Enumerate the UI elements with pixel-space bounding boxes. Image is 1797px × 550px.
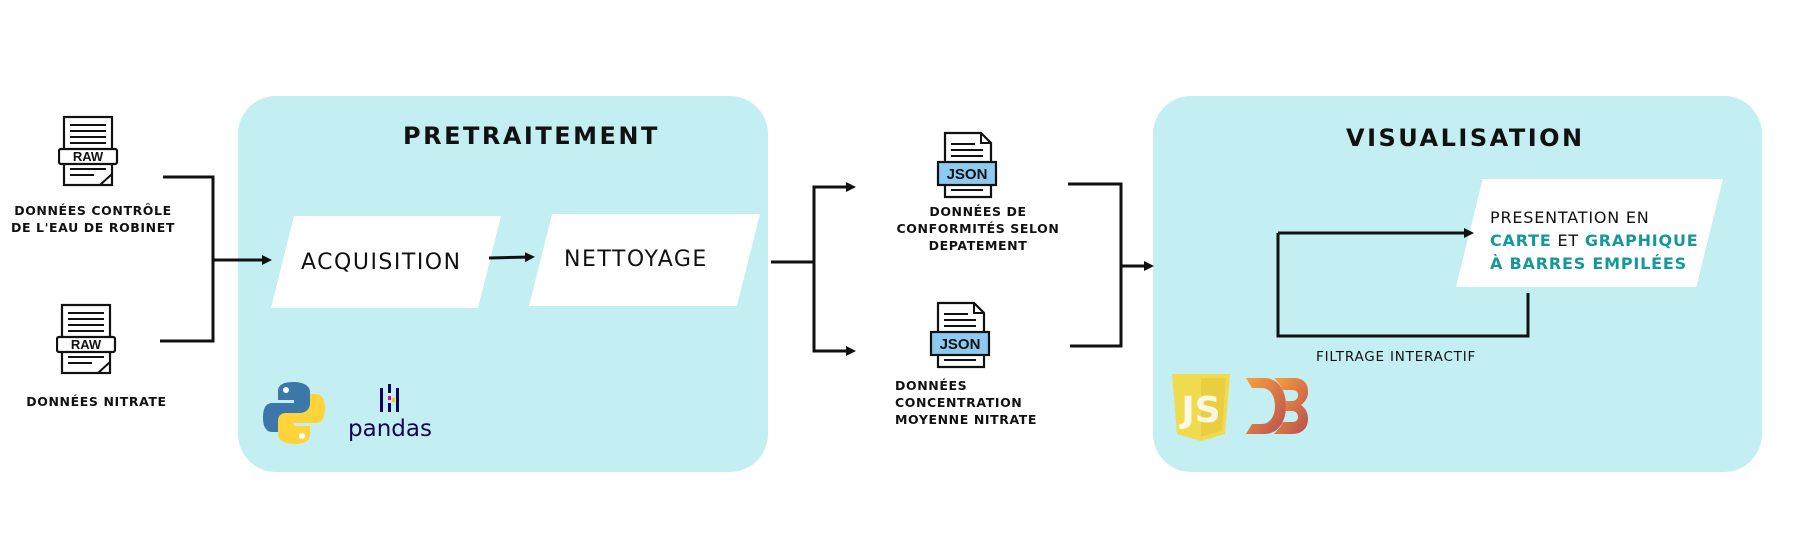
- json-document-icon: JSON: [929, 301, 991, 369]
- visualisation-title: VISUALISATION: [1346, 124, 1585, 152]
- nitrate-avg-line2: MOYENNE NITRATE: [895, 412, 1038, 427]
- filter-loop: [1276, 233, 1530, 338]
- conformity-caption: DONNÉES DE CONFORMITÉS SELON DEPATEMENT: [888, 203, 1068, 254]
- acquisition-step-box: [271, 216, 501, 308]
- graphique-label: GRAPHIQUE: [1584, 231, 1699, 250]
- barres-label: À BARRES EMPILÉES: [1490, 254, 1687, 273]
- js-label: JS: [1178, 390, 1220, 431]
- outputs-bracket: [1068, 182, 1123, 348]
- carte-label: CARTE: [1490, 231, 1552, 250]
- et-label: ET: [1557, 231, 1579, 250]
- conformity-line2: CONFORMITÉS SELON: [896, 221, 1060, 236]
- nitrate-caption: DONNÉES NITRATE: [26, 394, 167, 409]
- pandas-logo-icon: [380, 384, 399, 412]
- javascript-logo-icon: JS: [1172, 374, 1230, 441]
- pandas-label: pandas: [348, 416, 432, 442]
- nitrate-avg-caption: DONNÉES CONCENTRATION MOYENNE NITRATE: [895, 377, 1095, 428]
- raw-document-icon: RAW: [56, 303, 117, 375]
- presentation-box: [1456, 179, 1723, 287]
- water-control-line2: DE L'EAU DE ROBINET: [10, 220, 175, 235]
- conformity-line3: DEPATEMENT: [928, 238, 1028, 253]
- raw-label-1: RAW: [73, 149, 104, 164]
- json-label-2: JSON: [940, 336, 981, 353]
- water-control-line1: DONNÉES CONTRÔLE: [14, 203, 172, 218]
- arrow-acquisition-to-nettoyage: [488, 252, 535, 263]
- nettoyage-step-box: [529, 214, 760, 306]
- json-document-icon: JSON: [936, 131, 998, 199]
- presentation-line1: PRESENTATION EN: [1490, 208, 1650, 227]
- conformity-line1: DONNÉES DE: [929, 204, 1027, 219]
- acquisition-step-label: ACQUISITION: [301, 250, 462, 275]
- d3-logo-icon: [1246, 378, 1308, 434]
- json-label-1: JSON: [947, 166, 988, 183]
- raw-label-2: RAW: [71, 337, 102, 352]
- nitrate-avg-line1: DONNÉES CONCENTRATION: [895, 378, 1023, 410]
- python-logo-icon: [263, 382, 325, 444]
- nettoyage-step-label: NETTOYAGE: [564, 247, 708, 272]
- water-control-caption: DONNÉES CONTRÔLE DE L'EAU DE ROBINET: [8, 202, 178, 236]
- presentation-text: PRESENTATION EN CARTE ET GRAPHIQUE À BAR…: [1490, 206, 1698, 275]
- preprocessing-title: PRETRAITEMENT: [403, 122, 660, 150]
- split-bracket: [812, 185, 845, 353]
- filter-label: FILTRAGE INTERACTIF: [1316, 349, 1477, 365]
- raw-document-icon: RAW: [58, 115, 119, 187]
